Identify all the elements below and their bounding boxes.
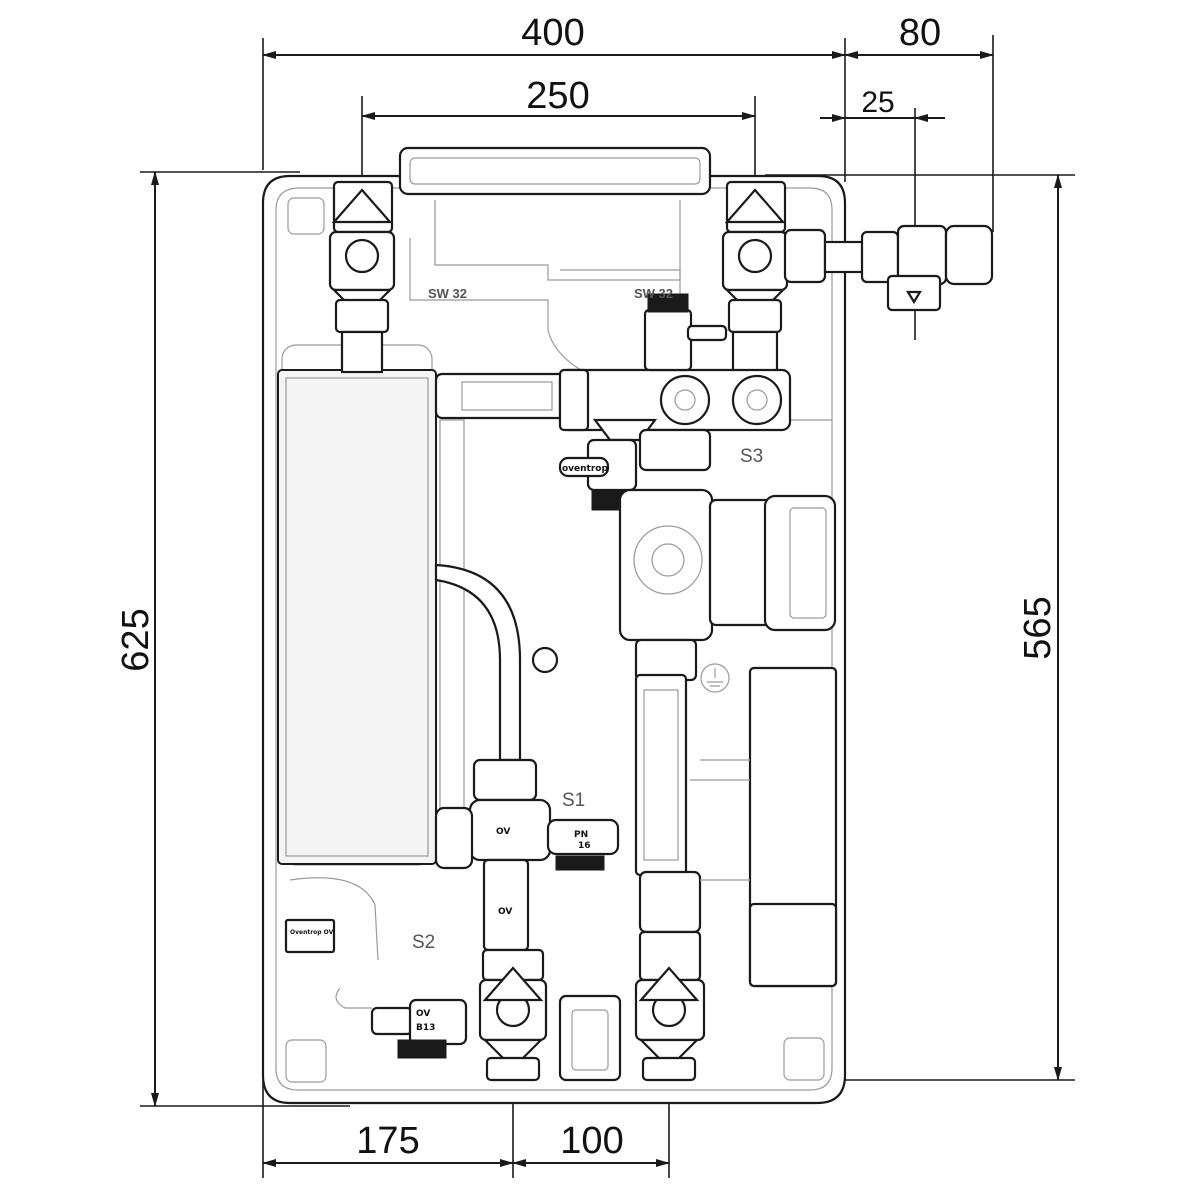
- drain-label-b13: B13: [416, 1023, 435, 1033]
- dim-25: 25: [861, 86, 894, 119]
- brand-label: oventrop: [562, 464, 608, 474]
- label-sticker: Oventrop OV: [284, 918, 336, 954]
- ball-valve-top-right: [721, 180, 994, 384]
- valve-label-ov-lower: OV: [498, 907, 512, 917]
- drain-valve: OV B13: [335, 987, 468, 1059]
- dim-175: 175: [356, 1120, 419, 1162]
- sensor-labels: SW 32 SW 32 S1 S2 S3: [412, 286, 763, 953]
- heat-exchanger: [277, 369, 568, 866]
- ball-valve-top-left: [328, 180, 396, 374]
- drain-label-ov: OV: [416, 1009, 430, 1019]
- flow-meter: [634, 663, 730, 934]
- valve-label-ov: OV: [496, 827, 510, 837]
- dim-625: 625: [115, 608, 157, 671]
- dim-400: 400: [521, 12, 584, 54]
- valve-label-16: 16: [578, 841, 591, 851]
- dim-80: 80: [899, 12, 941, 54]
- ball-valve-bottom-right: [634, 930, 706, 1082]
- ball-valve-bottom-left: [478, 948, 548, 1082]
- controller-box: [690, 666, 838, 988]
- top-cover: [398, 146, 712, 281]
- label-s1: S1: [562, 790, 585, 811]
- label-sw32-left: SW 32: [428, 286, 467, 301]
- sticker-text: Oventrop OV: [290, 929, 334, 936]
- label-s2: S2: [412, 932, 435, 953]
- valve-label-pn: PN: [574, 830, 588, 840]
- label-sw32-right: SW 32: [634, 286, 673, 301]
- dim-565: 565: [1017, 596, 1059, 659]
- bottom-center-device: [558, 994, 622, 1082]
- circulation-pump: [618, 488, 837, 682]
- label-s3: S3: [740, 446, 763, 467]
- mixing-valve: OV PN 16 OV: [434, 758, 620, 952]
- dim-100: 100: [560, 1120, 623, 1162]
- dim-250: 250: [526, 75, 589, 117]
- manifold: [558, 293, 792, 472]
- pipe-left: [434, 563, 559, 762]
